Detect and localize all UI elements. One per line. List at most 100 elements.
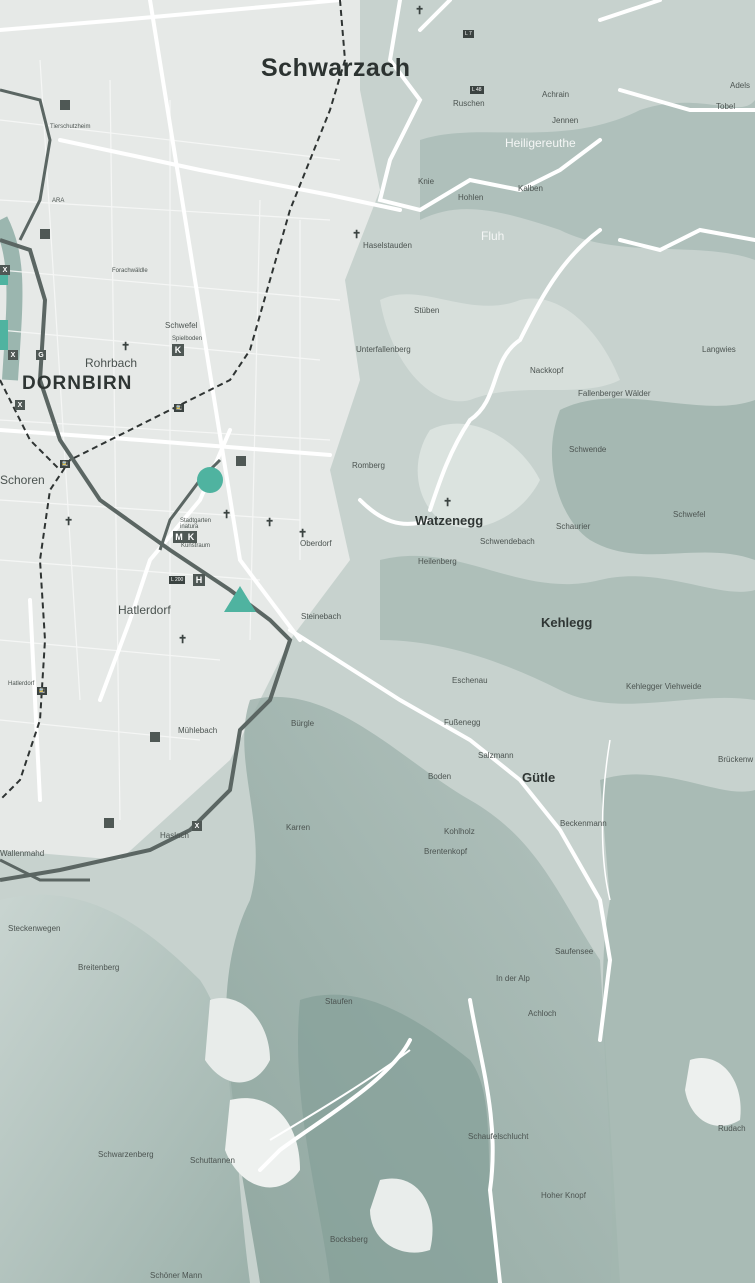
place-label: Schwarzenberg — [98, 1150, 154, 1159]
place-label: Breitenberg — [78, 963, 120, 972]
poi-icon[interactable]: G — [36, 350, 46, 360]
place-label: Achrain — [542, 90, 570, 99]
church-icon: ✝ — [265, 517, 275, 529]
place-label: Heiligereuthe — [505, 136, 576, 150]
start-point-marker — [197, 467, 223, 493]
route-line — [0, 238, 293, 882]
place-label: Spielboden — [172, 336, 203, 342]
place-label: Fußenegg — [444, 718, 481, 727]
parking-icon[interactable] — [60, 100, 70, 110]
place-label: Schuttannen — [190, 1156, 235, 1165]
church-icon: ✝ — [222, 509, 232, 521]
place-label: Saufensee — [555, 947, 594, 956]
road-number-badge: L 200 — [169, 576, 186, 584]
place-label: Schöner Mann — [150, 1271, 203, 1280]
road-number-badge: L 7 — [463, 30, 474, 38]
place-label: Tierschutzheim — [50, 124, 91, 130]
place-label: ARA — [52, 198, 65, 204]
church-icon: ✝ — [415, 5, 425, 17]
place-label: Fluh — [481, 229, 505, 243]
place-label: Tobel — [716, 102, 736, 111]
place-label: Hoher Knopf — [541, 1191, 586, 1200]
place-label: Haselstauden — [363, 241, 412, 250]
place-label: Salzmann — [478, 751, 514, 760]
place-label: Staufen — [325, 997, 353, 1006]
place-label: Kalben — [518, 184, 543, 193]
museum-icon[interactable]: K — [172, 344, 184, 356]
place-label: Schaurier — [556, 522, 591, 531]
place-label: Schwefel — [165, 321, 198, 330]
place-label: Brückenw — [718, 755, 754, 764]
place-label: Schwefel — [673, 510, 706, 519]
parking-icon[interactable] — [236, 456, 246, 466]
place-label: Kehlegger Viehweide — [626, 682, 702, 691]
church-icon: ✝ — [64, 516, 74, 528]
place-label: Romberg — [352, 461, 385, 470]
place-label: Wallenmahd — [0, 849, 45, 858]
place-label: Jennen — [552, 116, 579, 125]
museum-icon[interactable]: M — [173, 531, 185, 543]
place-label: Hatlerdorf — [118, 603, 171, 617]
town-label-watzenegg: Watzenegg — [415, 513, 484, 528]
place-label: Hatlerdorf — [8, 681, 35, 687]
place-label: Achloch — [528, 1009, 557, 1018]
place-label: Rohrbach — [85, 356, 138, 370]
place-label: Schaufelschlucht — [468, 1132, 529, 1141]
place-label: Haslach — [160, 831, 189, 840]
place-label: Bocksberg — [330, 1235, 368, 1244]
poi-icon[interactable]: X — [0, 265, 10, 275]
hospital-icon[interactable]: H — [193, 574, 205, 586]
place-label: Stüben — [414, 306, 440, 315]
place-label: Ruschen — [453, 99, 485, 108]
place-label: Langwies — [702, 345, 736, 354]
railway-line — [0, 0, 347, 801]
place-label: In der Alp — [496, 974, 530, 983]
parking-icon[interactable] — [104, 818, 114, 828]
place-label: Adels — [730, 81, 751, 90]
museum-icon[interactable]: K — [185, 531, 197, 543]
place-label: Brentenkopf — [424, 847, 468, 856]
poi-icon[interactable]: X — [15, 400, 25, 410]
town-label-kehlegg: Kehlegg — [541, 615, 593, 630]
place-label: Schoren — [0, 473, 45, 487]
place-label: Beckenmann — [560, 819, 607, 828]
church-icon: ✝ — [121, 341, 131, 353]
town-label-gutle: Gütle — [522, 770, 556, 785]
peak-triangle-marker — [224, 586, 256, 612]
poi-icon[interactable]: X — [192, 821, 202, 831]
train-station-icon[interactable]: 🚉 — [174, 404, 185, 412]
parking-icon[interactable] — [150, 732, 160, 742]
place-label: Nackkopf — [530, 366, 564, 375]
place-label: Schwende — [569, 445, 607, 454]
place-label: Steckenwegen — [8, 924, 61, 933]
place-label: Eschenau — [452, 676, 488, 685]
place-label: Forachwäldle — [112, 268, 148, 274]
place-label: Boden — [428, 772, 452, 781]
place-label: Kunstraum — [181, 543, 211, 549]
place-label: Rudach — [718, 1124, 746, 1133]
place-label: Fallenberger Wälder — [578, 389, 651, 398]
church-icon: ✝ — [178, 634, 188, 646]
place-label: Stadtgarten inatura — [180, 518, 212, 530]
place-label: Steinebach — [301, 612, 342, 621]
place-label: Kohlholz — [444, 827, 475, 836]
place-label: Schwendebach — [480, 537, 535, 546]
church-icon: ✝ — [352, 229, 362, 241]
train-station-icon[interactable]: 🚉 — [60, 460, 71, 468]
church-icon: ✝ — [298, 528, 308, 540]
town-label-schwarzach: Schwarzach — [261, 54, 411, 82]
parking-icon[interactable] — [40, 229, 50, 239]
church-icon: ✝ — [443, 497, 453, 509]
place-label: Unterfallenberg — [356, 345, 411, 354]
place-label: Oberdorf — [300, 539, 332, 548]
place-label: Knie — [418, 177, 435, 186]
place-label: Hohlen — [458, 193, 484, 202]
train-station-icon[interactable]: 🚉 — [37, 687, 48, 695]
road-number-badge: L 48 — [470, 86, 484, 94]
place-label: Mühlebach — [178, 726, 218, 735]
place-label: Bürgle — [291, 719, 315, 728]
poi-icon[interactable]: X — [8, 350, 18, 360]
